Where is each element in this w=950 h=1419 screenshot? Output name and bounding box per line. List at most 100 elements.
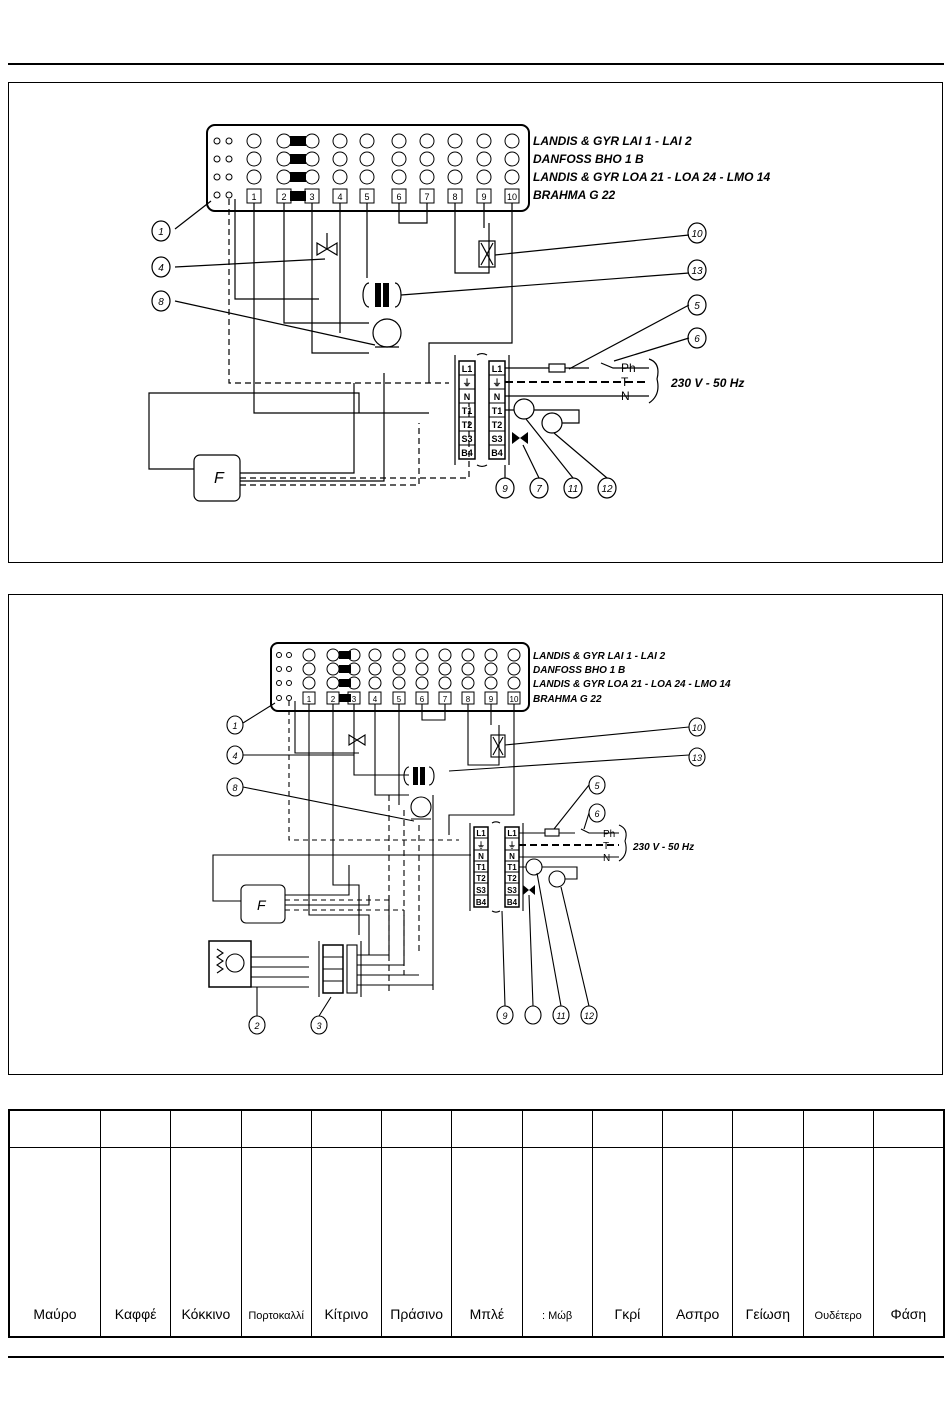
terminal-t2: T2 (462, 420, 473, 430)
svg-text:9: 9 (481, 192, 486, 202)
callout-12: 12 (584, 1011, 594, 1021)
svg-text:7: 7 (424, 192, 429, 202)
legend-swatch-cell (10, 1111, 101, 1148)
terminal-b4: B4 (491, 448, 503, 458)
legend-color-name: Ουδέτερο (814, 1310, 862, 1322)
callout-1: 1 (232, 721, 237, 731)
control-box-f: F (214, 470, 225, 487)
line-ph: Ph (603, 829, 615, 840)
svg-text:9: 9 (489, 695, 494, 704)
line-n: N (621, 389, 630, 403)
terminal-t1: T1 (507, 863, 517, 872)
terminal-earth: ⏚ (477, 841, 485, 850)
terminal-b4: B4 (507, 898, 518, 907)
legend-column: Πορτοκαλλί (240, 1111, 311, 1336)
terminal-t2: T2 (476, 874, 486, 883)
svg-text:5: 5 (364, 192, 369, 202)
svg-text:3: 3 (309, 192, 314, 202)
svg-text:7: 7 (443, 695, 448, 704)
legend-swatch-cell (311, 1111, 382, 1148)
callout-11: 11 (556, 1011, 565, 1021)
terminal-n: N (509, 852, 515, 861)
callout-5: 5 (594, 781, 600, 791)
legend-color-name: Ασπρο (675, 1306, 720, 1322)
svg-text:1: 1 (307, 695, 312, 704)
terminal-t1: T1 (462, 406, 473, 416)
brand-row-4: BRAHMA G 22 (533, 694, 602, 705)
callout-12: 12 (601, 484, 613, 495)
legend-column: Κόκκινο (170, 1111, 241, 1336)
brand-row-2: DANFOSS BHO 1 B (533, 665, 625, 676)
terminal-n: N (464, 392, 471, 402)
line-n: N (603, 853, 610, 864)
terminal-earth: ⏚ (508, 841, 516, 850)
legend-color-name: : Μώβ (542, 1310, 573, 1322)
svg-text:4: 4 (373, 695, 378, 704)
callout-1: 1 (158, 227, 164, 238)
terminal-l1: L1 (492, 364, 503, 374)
terminal-s3: S3 (507, 886, 517, 895)
svg-text:2: 2 (331, 695, 336, 704)
legend-column: Ουδέτερο (802, 1111, 873, 1336)
legend-column: Γκρί (591, 1111, 663, 1336)
callout-13: 13 (691, 266, 703, 277)
supply-label: 230 V - 50 Hz (632, 842, 694, 853)
svg-text:4: 4 (337, 192, 342, 202)
control-box-f: F (257, 897, 267, 913)
legend-column: Ασπρο (662, 1111, 733, 1336)
line-ph: Ph (621, 361, 636, 375)
callout-4: 4 (158, 263, 164, 274)
svg-text:2: 2 (281, 192, 286, 202)
legend-column: Μαύρο (10, 1111, 101, 1336)
legend-color-name: Πράσινο (390, 1306, 443, 1322)
legend-swatch-cell (522, 1111, 592, 1148)
terminal-l1: L1 (476, 829, 486, 838)
legend-column: Γείωση (732, 1111, 803, 1336)
terminal-earth: ⏚ (492, 378, 501, 388)
svg-text:6: 6 (420, 695, 425, 704)
callout-8: 8 (158, 297, 164, 308)
brand-row-1: LANDIS & GYR LAI 1 - LAI 2 (533, 651, 666, 662)
callout-9: 9 (502, 1011, 507, 1021)
callout-3: 3 (316, 1021, 321, 1031)
bottom-rule (8, 1356, 944, 1358)
callout-2: 2 (253, 1021, 259, 1031)
legend-swatch-cell (592, 1111, 663, 1148)
callout-5: 5 (694, 301, 700, 312)
line-t: T (621, 375, 629, 389)
legend-swatch-cell (733, 1111, 803, 1148)
callout-6: 6 (594, 809, 599, 819)
svg-text:8: 8 (452, 192, 457, 202)
legend-color-name: Καφφέ (114, 1306, 157, 1322)
legend-color-name: Μαύρο (33, 1306, 77, 1322)
callout-11: 11 (568, 484, 578, 495)
svg-text:3: 3 (352, 695, 357, 704)
brand-row-3: LANDIS & GYR LOA 21 - LOA 24 - LMO 14 (533, 170, 770, 184)
legend-column: Φάση (872, 1111, 944, 1336)
legend-swatch-cell (663, 1111, 733, 1148)
legend-color-name: Γείωση (745, 1306, 791, 1322)
line-t: T (603, 841, 609, 852)
terminal-s3: S3 (461, 434, 472, 444)
terminal-b4: B4 (461, 448, 473, 458)
callout-7: 7 (536, 484, 542, 495)
legend-column: : Μώβ (521, 1111, 592, 1336)
brand-row-4: BRAHMA G 22 (533, 188, 616, 202)
supply-label: 230 V - 50 Hz (670, 376, 744, 390)
legend-color-name: Φάση (890, 1306, 927, 1322)
svg-text:10: 10 (507, 192, 517, 202)
terminal-l1: L1 (462, 364, 473, 374)
top-rule (8, 63, 944, 65)
legend-swatch-cell (171, 1111, 241, 1148)
terminal-s3: S3 (476, 886, 486, 895)
terminal-n: N (494, 392, 501, 402)
brand-row-3: LANDIS & GYR LOA 21 - LOA 24 - LMO 14 (533, 679, 731, 690)
terminal-t1: T1 (476, 863, 486, 872)
callout-6: 6 (694, 334, 700, 345)
svg-text:6: 6 (396, 192, 401, 202)
terminal-l1: L1 (507, 829, 517, 838)
svg-text:8: 8 (466, 695, 471, 704)
